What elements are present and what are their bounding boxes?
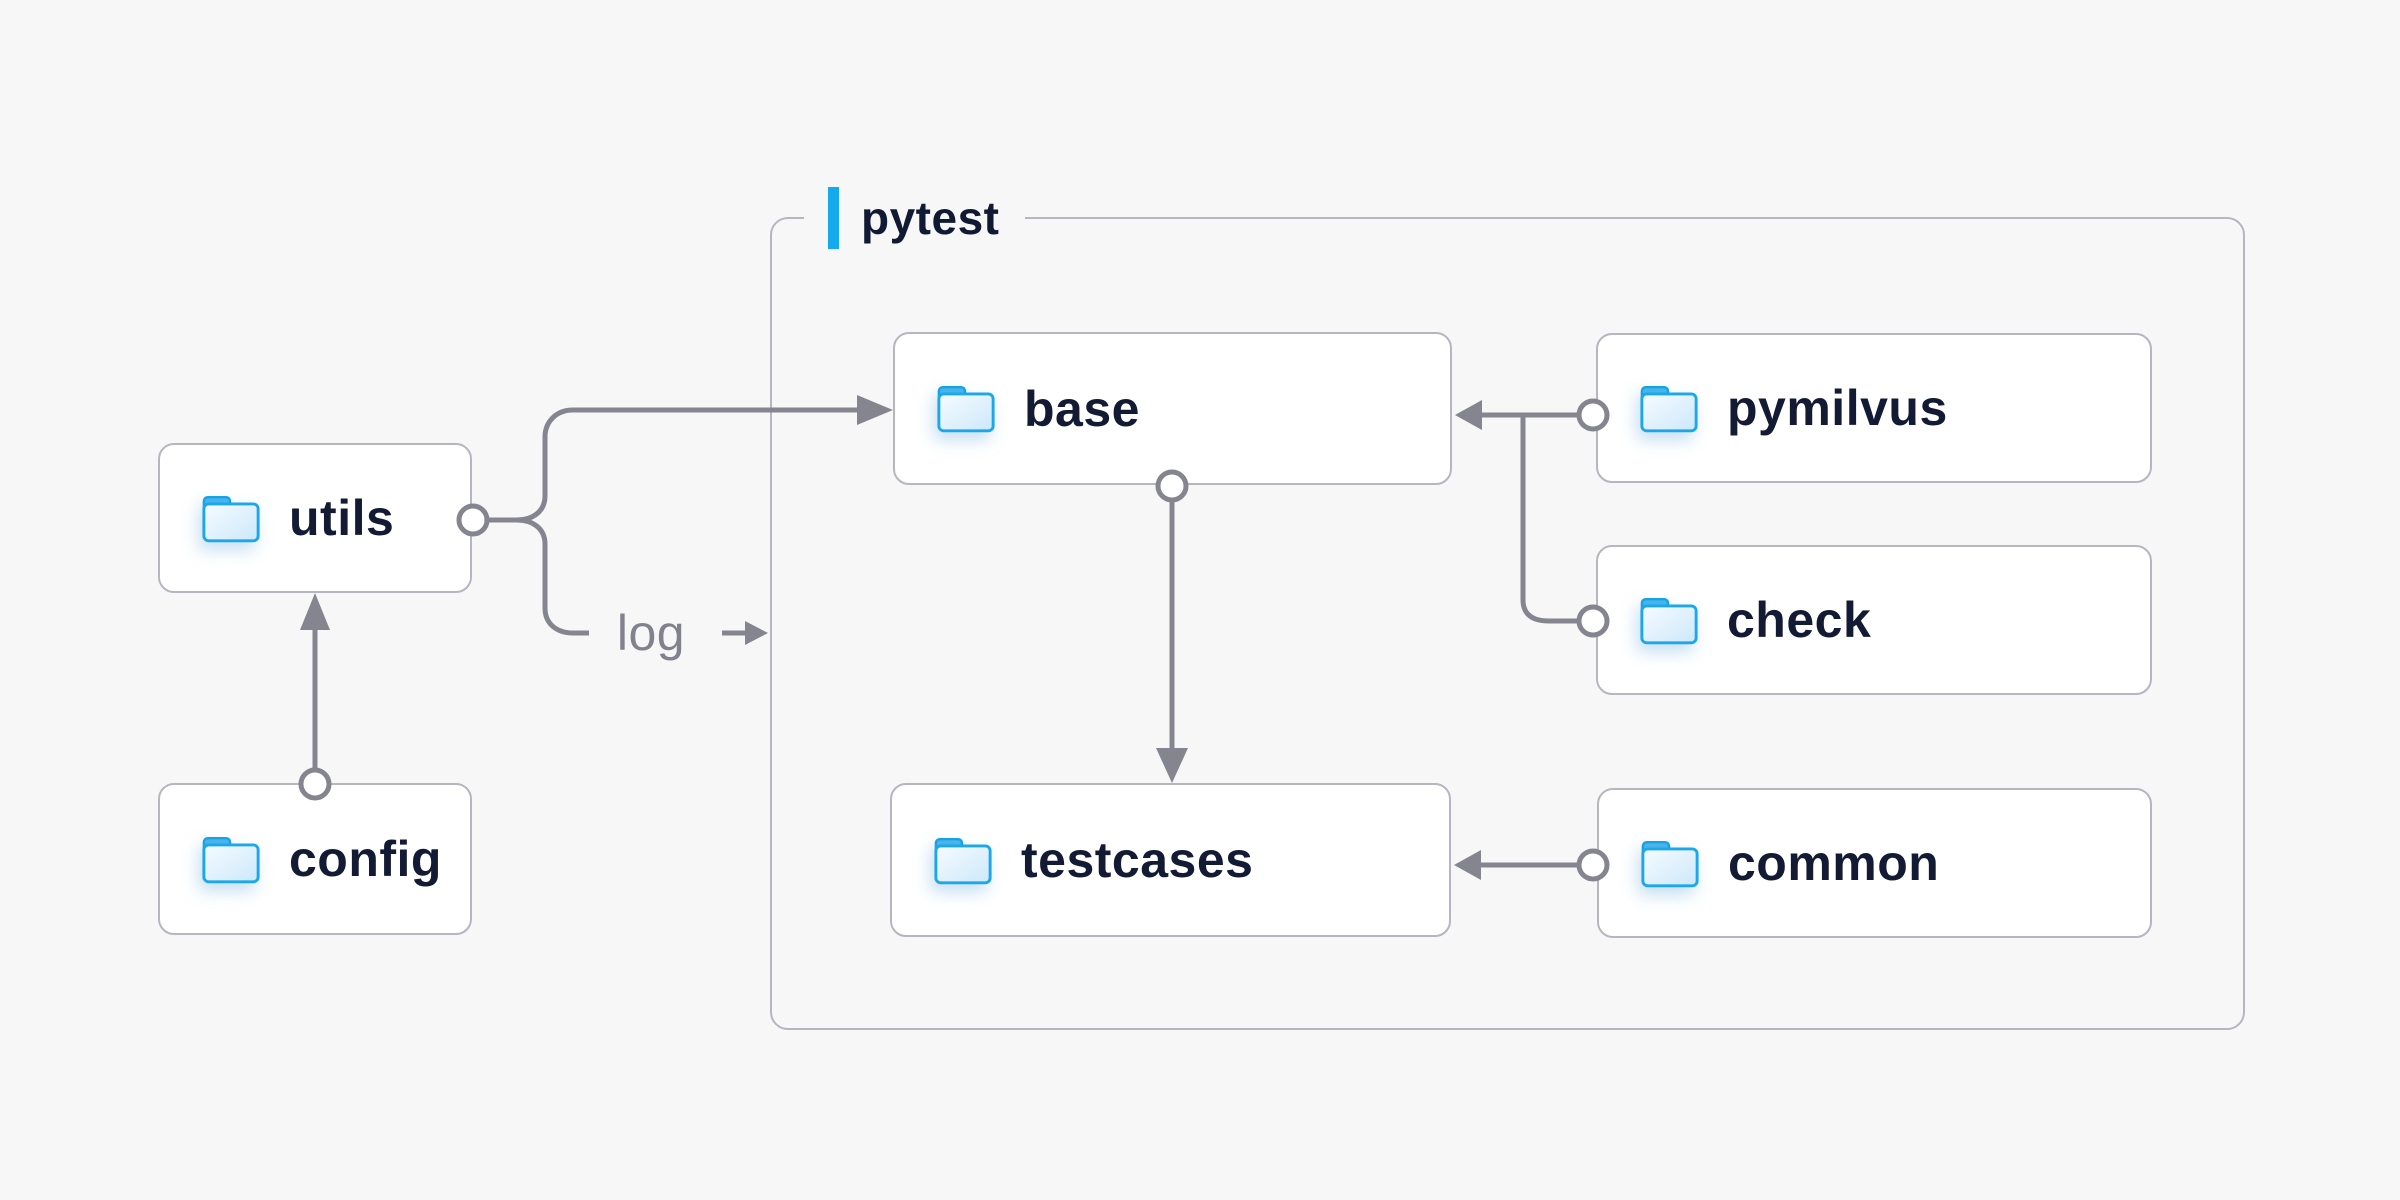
folder-icon	[202, 836, 260, 883]
node-label: config	[289, 831, 442, 887]
folder-icon	[1641, 840, 1699, 887]
node-check: check	[1596, 545, 2152, 695]
node-common: common	[1597, 788, 2152, 938]
node-utils: utils	[158, 443, 472, 593]
folder-icon	[937, 385, 995, 433]
pytest-group-label: pytest	[804, 182, 1026, 254]
edge-config-utils	[298, 593, 332, 801]
folder-icon	[1640, 597, 1698, 644]
node-config: config	[158, 783, 472, 935]
folder-icon	[1640, 385, 1698, 432]
node-label: pymilvus	[1727, 380, 1948, 436]
pytest-group-box	[770, 217, 2245, 1030]
node-label: common	[1728, 835, 1940, 891]
node-pymilvus: pymilvus	[1596, 333, 2152, 483]
accent-bar-icon	[828, 187, 839, 249]
folder-icon	[934, 837, 992, 884]
edge-label-log: log	[616, 605, 686, 661]
node-label: testcases	[1021, 832, 1254, 888]
node-label: check	[1727, 592, 1872, 648]
node-label: base	[1024, 380, 1140, 437]
node-label: utils	[289, 490, 395, 546]
folder-icon	[202, 495, 260, 542]
group-label-text: pytest	[861, 192, 1000, 244]
edge-log-arrow	[722, 621, 768, 645]
node-base: base	[893, 332, 1452, 485]
node-testcases: testcases	[890, 783, 1451, 937]
